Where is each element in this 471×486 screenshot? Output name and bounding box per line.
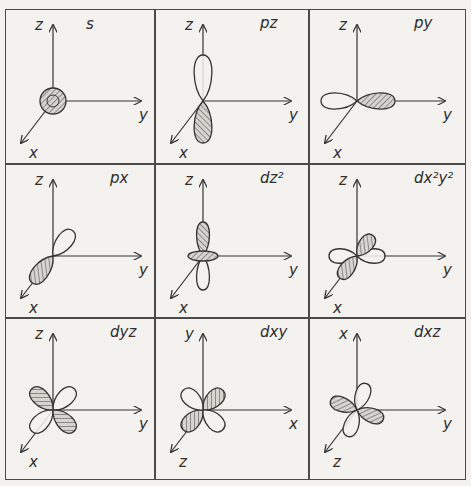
- orbital-cell: pz: [155, 9, 309, 164]
- orbital-drawing: [21, 180, 141, 298]
- orbital-cell: py: [309, 9, 466, 164]
- orbital-name: dyz: [110, 324, 136, 341]
- orbital-drawing: [21, 334, 141, 452]
- orbital-name: pz: [260, 15, 277, 32]
- axis-arrow: [202, 334, 203, 410]
- axis-label: y: [289, 107, 298, 124]
- orbital-drawing: [21, 25, 141, 143]
- axis-label: x: [29, 145, 38, 162]
- orbital-cell: dxz: [309, 318, 466, 480]
- axis-label: z: [185, 172, 193, 189]
- axis-label: y: [289, 262, 298, 279]
- orbital-name: dz²: [260, 170, 283, 187]
- orbital-drawing: [171, 334, 291, 452]
- axis-label: z: [179, 454, 187, 471]
- axis-label: y: [443, 107, 452, 124]
- orbital-lobe: [26, 251, 60, 288]
- axis-label: x: [333, 300, 342, 317]
- orbital-lobe: [194, 55, 212, 101]
- axis-label: z: [339, 172, 347, 189]
- axis-arrow: [203, 409, 291, 410]
- orbital-drawing: [325, 180, 445, 298]
- orbital-cell: dx²y²: [309, 164, 466, 318]
- axis-label: z: [35, 172, 43, 189]
- orbital-lobe: [194, 101, 212, 143]
- axis-label: y: [139, 262, 148, 279]
- orbital-cell: dz²: [155, 164, 309, 318]
- orbital-cell: s: [5, 9, 155, 164]
- orbital-cell: px: [5, 164, 155, 318]
- s-sphere: [40, 88, 66, 114]
- orbital-name: dxy: [260, 324, 287, 341]
- orbital-lobe: [321, 93, 357, 109]
- orbital-cell: dyz: [5, 318, 155, 480]
- axis-label: z: [185, 17, 193, 34]
- orbital-lobe: [357, 93, 395, 109]
- orbital-lobe: [26, 404, 59, 437]
- axis-label: x: [289, 416, 298, 433]
- axis-label: y: [139, 416, 148, 433]
- orbital-lobe: [47, 226, 79, 261]
- axis-label: z: [339, 17, 347, 34]
- orbital-lobe: [177, 384, 208, 415]
- axis-label: x: [179, 145, 188, 162]
- s-core: [47, 95, 59, 107]
- orbital-cell: dxy: [155, 318, 309, 480]
- orbital-lobe: [341, 408, 364, 439]
- axis-arrow: [52, 334, 53, 410]
- axis-arrow: [203, 100, 291, 101]
- axis-label: y: [443, 262, 452, 279]
- axis-label: z: [333, 454, 341, 471]
- axis-label: x: [29, 300, 38, 317]
- axis-label: y: [185, 326, 194, 343]
- orbital-name: dxz: [414, 324, 440, 341]
- orbital-lobe: [351, 231, 378, 260]
- axis-arrow: [356, 25, 357, 101]
- orbital-drawing: [171, 180, 291, 298]
- orbital-lobe: [26, 383, 59, 416]
- orbital-lobe: [350, 381, 373, 412]
- orbital-drawing: [325, 334, 445, 452]
- axis-arrow: [53, 255, 141, 256]
- orbital-drawing: [321, 25, 445, 143]
- axis-label: x: [29, 454, 38, 471]
- orbital-name: px: [110, 170, 128, 187]
- orbital-torus: [188, 251, 218, 261]
- axis-label: x: [333, 145, 342, 162]
- orbital-name: s: [86, 16, 94, 33]
- axis-label: y: [443, 416, 452, 433]
- axis-label: x: [339, 326, 348, 343]
- orbital-drawing: [171, 25, 291, 143]
- axis-arrow: [53, 409, 141, 410]
- axis-label: z: [35, 326, 43, 343]
- axis-label: x: [179, 300, 188, 317]
- orbital-name: dx²y²: [414, 170, 453, 187]
- axis-label: z: [35, 17, 43, 34]
- axis-label: y: [139, 107, 148, 124]
- orbital-name: py: [414, 15, 432, 32]
